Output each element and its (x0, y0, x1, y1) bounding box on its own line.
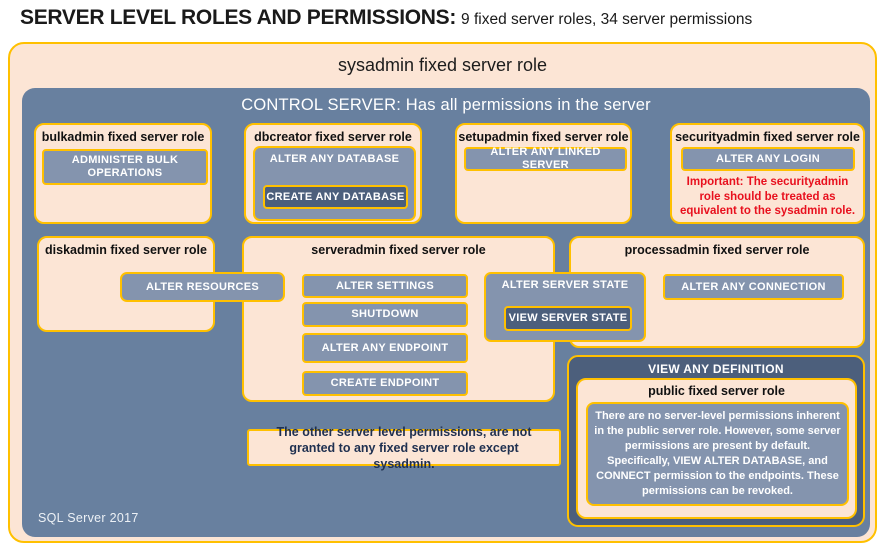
permission-shutdown: SHUTDOWN (302, 302, 468, 327)
securityadmin-role-title: securityadmin fixed server role (675, 130, 860, 144)
permission-alter-server-state-label: ALTER SERVER STATE (501, 279, 629, 291)
page-title-subtitle: 9 fixed server roles, 34 server permissi… (461, 11, 753, 28)
permission-alter-any-linked-server: ALTER ANY LINKED SERVER (464, 146, 627, 171)
control-server-container: CONTROL SERVER: Has all permissions in t… (22, 88, 870, 537)
sysadmin-role-container: sysadmin fixed server role CONTROL SERVE… (8, 42, 877, 543)
sysadmin-role-label: sysadmin fixed server role (337, 55, 548, 75)
permission-alter-any-database: ALTER ANY DATABASE CREATE ANY DATABASE (253, 146, 416, 221)
permission-alter-any-login: ALTER ANY LOGIN (681, 147, 855, 171)
permission-alter-any-connection: ALTER ANY CONNECTION (663, 274, 844, 300)
permission-view-server-state: VIEW SERVER STATE (504, 306, 632, 331)
permission-create-any-database: CREATE ANY DATABASE (263, 185, 408, 209)
public-role-title: public fixed server role (648, 384, 785, 398)
processadmin-role-title: processadmin fixed server role (624, 243, 810, 257)
dbcreator-role-box: dbcreator fixed server role ALTER ANY DA… (244, 123, 422, 224)
public-role-description: There are no server-level permissions in… (586, 402, 849, 506)
permission-alter-settings: ALTER SETTINGS (302, 274, 468, 298)
permission-alter-resources: ALTER RESOURCES (120, 272, 285, 302)
dbcreator-role-title: dbcreator fixed server role (254, 130, 412, 144)
permission-view-any-definition-label: VIEW ANY DEFINITION (648, 362, 784, 376)
serveradmin-role-title: serveradmin fixed server role (311, 243, 486, 257)
permission-create-endpoint: CREATE ENDPOINT (302, 371, 468, 396)
page-title: SERVER LEVEL ROLES AND PERMISSIONS:9 fix… (20, 6, 752, 30)
permission-administer-bulk-operations: ADMINISTER BULK OPERATIONS (42, 149, 208, 185)
page-title-main: SERVER LEVEL ROLES AND PERMISSIONS: (20, 6, 457, 29)
bulkadmin-role-box: bulkadmin fixed server role ADMINISTER B… (34, 123, 212, 224)
permission-alter-any-database-label: ALTER ANY DATABASE (269, 153, 400, 165)
securityadmin-role-box: securityadmin fixed server role ALTER AN… (670, 123, 865, 224)
diskadmin-role-title: diskadmin fixed server role (45, 243, 207, 257)
other-permissions-note: The other server level permissions, are … (247, 425, 561, 471)
bulkadmin-role-title: bulkadmin fixed server role (41, 130, 205, 144)
permission-alter-server-state: ALTER SERVER STATE VIEW SERVER STATE (484, 272, 646, 342)
control-server-label: CONTROL SERVER: Has all permissions in t… (241, 96, 651, 114)
footer-version-label: SQL Server 2017 (38, 511, 139, 525)
setupadmin-role-title: setupadmin fixed server role (458, 130, 629, 144)
public-role-box: public fixed server role There are no se… (576, 378, 857, 519)
setupadmin-role-box: setupadmin fixed server role ALTER ANY L… (455, 123, 632, 224)
securityadmin-warning-text: Important: The securityadmin role should… (679, 176, 856, 217)
permission-alter-any-endpoint: ALTER ANY ENDPOINT (302, 333, 468, 363)
permission-view-any-definition-box: VIEW ANY DEFINITION public fixed server … (567, 355, 865, 527)
